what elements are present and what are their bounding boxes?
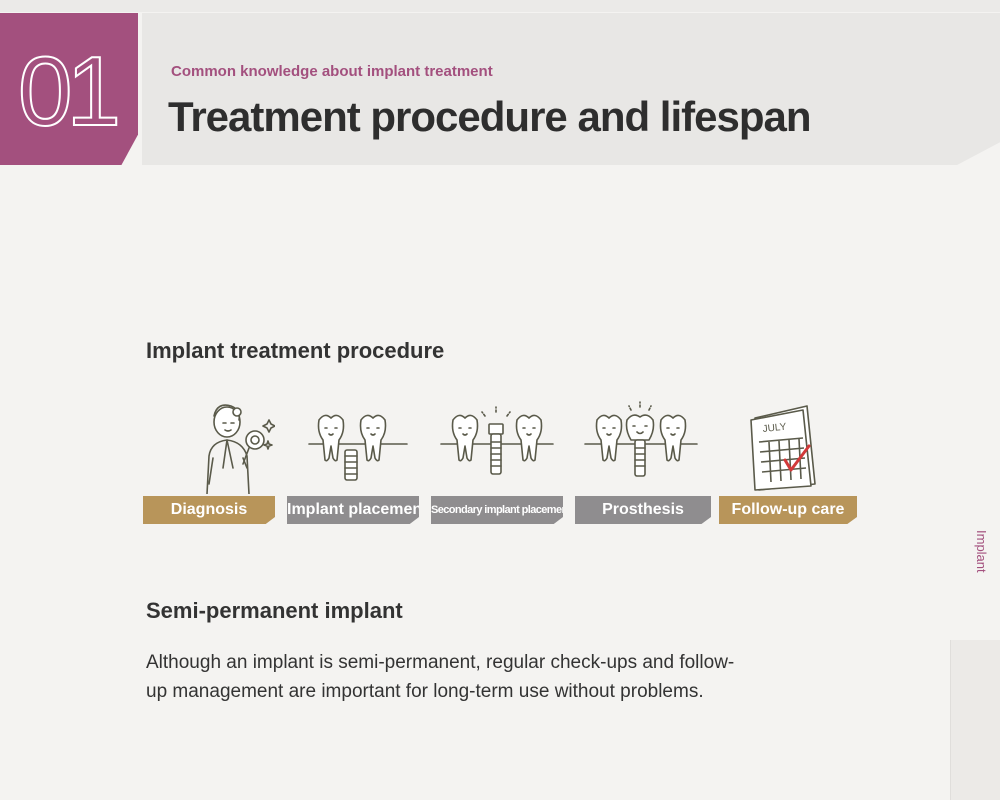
page-title: Treatment procedure and lifespan: [168, 93, 812, 140]
step-label: Follow-up care: [719, 496, 857, 524]
implant-placement-icon: [308, 414, 408, 481]
dentist-magnifier-icon: [206, 404, 275, 494]
prosthesis-crown-icon: [584, 401, 698, 477]
step-label: Diagnosis: [143, 496, 275, 524]
title-band: [142, 13, 1000, 165]
procedure-heading: Implant treatment procedure: [146, 338, 445, 363]
semi-permanent-heading: Semi-permanent implant: [146, 598, 403, 623]
secondary-implant-icon: [440, 406, 554, 475]
calendar-check-icon: JULY: [750, 405, 816, 491]
side-tab-implant[interactable]: Implant: [974, 530, 989, 573]
page-fold: [950, 640, 1000, 800]
calendar-month: JULY: [762, 422, 787, 435]
semi-permanent-text: Although an implant is semi-permanent, r…: [146, 652, 735, 702]
step-label: Implant placement: [287, 496, 419, 524]
chapter-number: 01: [17, 36, 122, 146]
chapter-subtitle: Common knowledge about implant treatment: [171, 63, 493, 80]
step-label: Secondary implant placement: [431, 496, 563, 524]
step-label: Prosthesis: [575, 496, 711, 524]
top-strip: [0, 0, 1000, 12]
chapter-number-block: [0, 13, 138, 165]
